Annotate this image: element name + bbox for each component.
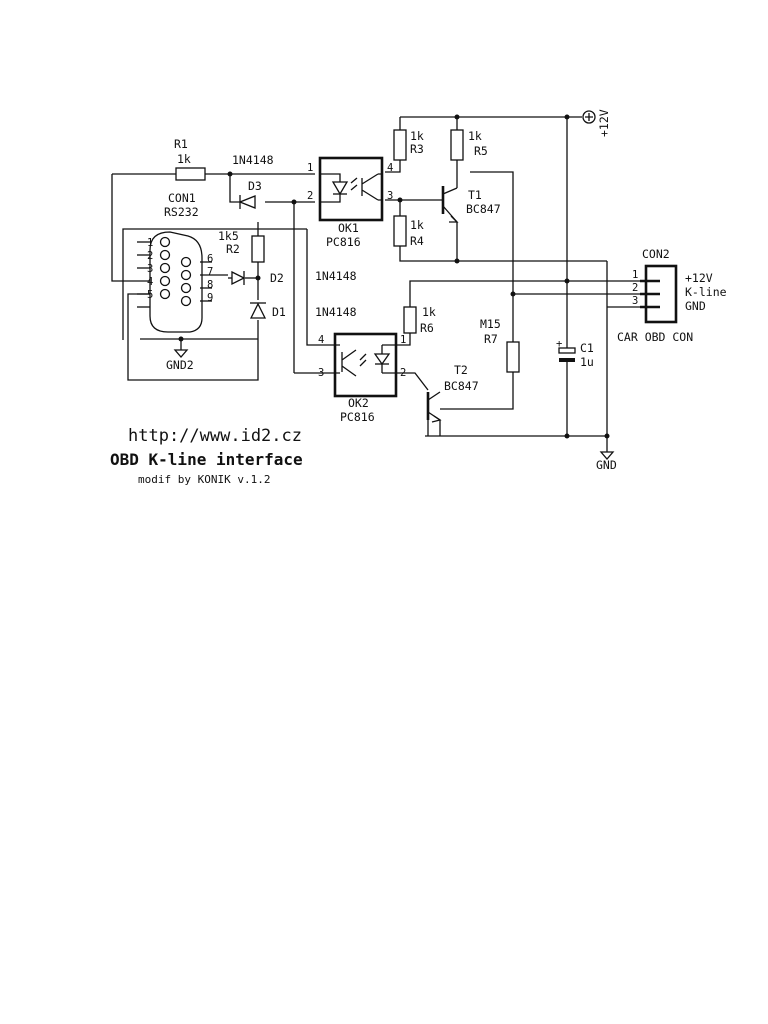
t2-ref: T2 <box>454 363 468 377</box>
svg-text:+: + <box>556 338 562 350</box>
r1-value: 1k <box>177 152 191 166</box>
gnd2-label: GND2 <box>166 358 194 372</box>
junctions <box>178 114 610 439</box>
resistor-r1: R1 1k <box>174 137 206 181</box>
connector-con2: 1 2 3 +12V K-line GND CON2 CAR OBD CON <box>617 247 727 344</box>
capacitor-c1: + C1 1u <box>556 338 594 370</box>
resistor-r4: 1k R4 <box>393 215 424 248</box>
t1-ref: T1 <box>468 188 482 202</box>
d3-ref: D3 <box>248 179 262 193</box>
con1-ref: CON1 <box>168 191 196 205</box>
optocoupler-ok2: 1 2 3 4 OK2 PC816 <box>318 332 406 424</box>
connector-con1: 1 2 3 4 5 6 7 8 9 CON1 RS232 <box>147 191 213 333</box>
c1-ref: C1 <box>580 341 594 355</box>
gnd2-symbol: GND2 <box>166 349 194 372</box>
schematic-title: OBD K-line interface <box>110 450 303 469</box>
ok2-pin2: 2 <box>400 367 406 379</box>
ok1-ref: OK1 <box>338 221 359 235</box>
ok1-pin2: 2 <box>307 190 313 202</box>
ok2-pin4: 4 <box>318 334 324 346</box>
d1-value: 1N4148 <box>315 305 357 319</box>
wires <box>111 116 640 452</box>
vcc-label: +12V <box>597 109 611 137</box>
ok1-value: PC816 <box>326 235 361 249</box>
r1-ref: R1 <box>174 137 188 151</box>
r5-value: 1k <box>468 129 482 143</box>
r2-ref: R2 <box>226 242 240 256</box>
resistor-r2: 1k5 R2 <box>218 229 265 263</box>
r4-value: 1k <box>410 218 424 232</box>
gnd-symbol: GND <box>596 451 617 472</box>
ok1-pin4: 4 <box>387 162 393 174</box>
transistor-t1: T1 BC847 <box>441 186 501 223</box>
d2-value: 1N4148 <box>315 269 357 283</box>
con1-pin8: 8 <box>207 279 213 291</box>
r3-value: 1k <box>410 129 424 143</box>
con1-pin3: 3 <box>147 263 153 275</box>
con1-pin1: 1 <box>147 237 153 249</box>
d3-value: 1N4148 <box>232 153 274 167</box>
diode-d1: D1 <box>249 302 286 319</box>
diode-d2: D2 <box>228 270 284 286</box>
gnd-label: GND <box>596 458 617 472</box>
con2-pin3: 3 <box>632 295 638 307</box>
resistor-r7: M15 R7 <box>480 317 520 373</box>
con1-pin7: 7 <box>207 266 213 278</box>
con1-pin9: 9 <box>207 292 213 304</box>
website-url: http://www.id2.cz <box>128 426 302 446</box>
con1-pin4: 4 <box>147 276 153 288</box>
resistor-r3: 1k R3 <box>393 129 424 161</box>
diode-d3: 1N4148 D3 <box>232 153 274 209</box>
con2-pin2: 2 <box>632 282 638 294</box>
ok2-pin3: 3 <box>318 367 324 379</box>
r2-value: 1k5 <box>218 229 239 243</box>
resistor-r6: 1k R6 <box>403 305 436 335</box>
c1-value: 1u <box>580 355 594 369</box>
con1-pin5: 5 <box>147 289 153 301</box>
r6-ref: R6 <box>420 321 434 335</box>
con2-value: CAR OBD CON <box>617 330 693 344</box>
r7-value: M15 <box>480 317 501 331</box>
r3-ref: R3 <box>410 142 424 156</box>
optocoupler-ok1: 1 2 3 4 OK1 PC816 <box>307 156 393 249</box>
t1-value: BC847 <box>466 202 501 216</box>
r6-value: 1k <box>422 305 436 319</box>
con2-pin3-label: GND <box>685 299 706 313</box>
con2-pin1-label: +12V <box>685 271 713 285</box>
con2-pin2-label: K-line <box>685 285 727 299</box>
transistor-t2: T2 BC847 <box>426 363 479 436</box>
con2-ref: CON2 <box>642 247 670 261</box>
con1-value: RS232 <box>164 205 199 219</box>
vcc-symbol: +12V <box>582 109 611 137</box>
d2-ref: D2 <box>270 271 284 285</box>
resistor-r5: 1k R5 <box>450 129 488 161</box>
ok2-value: PC816 <box>340 410 375 424</box>
d1-ref: D1 <box>272 305 286 319</box>
con2-pin1: 1 <box>632 269 638 281</box>
r4-ref: R4 <box>410 234 424 248</box>
r7-ref: R7 <box>484 332 498 346</box>
ok1-pin1: 1 <box>307 162 313 174</box>
ok2-pin1: 1 <box>400 334 406 346</box>
con1-pin2: 2 <box>147 250 153 262</box>
ok2-ref: OK2 <box>348 396 369 410</box>
t2-value: BC847 <box>444 379 479 393</box>
con1-pin6: 6 <box>207 253 213 265</box>
r5-ref: R5 <box>474 144 488 158</box>
ok1-pin3: 3 <box>387 190 393 202</box>
credit-line: modif by KONIK v.1.2 <box>138 473 270 486</box>
